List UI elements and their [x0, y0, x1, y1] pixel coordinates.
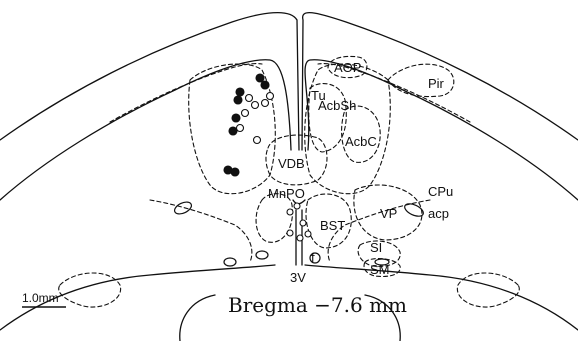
- pir-region: [388, 64, 454, 96]
- open-site-marker: [297, 235, 303, 241]
- label-mnpo: MnPO: [268, 186, 305, 201]
- filled-site-marker: [229, 127, 237, 135]
- filled-site-marker: [234, 96, 242, 104]
- filled-site-marker: [256, 74, 264, 82]
- filled-site-marker: [261, 81, 269, 89]
- open-site-marker: [242, 110, 249, 117]
- open-site-marker: [267, 93, 274, 100]
- left-basal-ellipse: [224, 258, 236, 266]
- left-cortex-inner-boundary: [0, 60, 291, 200]
- open-site-marker: [294, 203, 300, 209]
- open-site-marker: [254, 137, 261, 144]
- label-acbc: AcbC: [345, 134, 377, 149]
- label-aop: AOP: [334, 60, 361, 75]
- left-small-ellipse: [256, 251, 268, 259]
- label-sm: SM: [370, 262, 390, 277]
- bregma-title: Bregma −7.6 mm: [228, 293, 407, 317]
- open-site-marker: [262, 100, 269, 107]
- filled-site-marker: [231, 168, 239, 176]
- right-basal-dashed-region: [457, 273, 519, 307]
- left-acp-ellipse: [173, 200, 194, 217]
- label-bst: BST: [320, 218, 345, 233]
- open-site-marker: [305, 231, 311, 237]
- label-3v: 3V: [290, 270, 306, 285]
- open-site-marker: [246, 95, 253, 102]
- open-site-marker: [300, 220, 306, 226]
- left-hemisphere-outline: [0, 13, 299, 150]
- scale-bar-label: 1.0mm: [22, 291, 59, 305]
- right-cpu-region: [305, 64, 391, 194]
- filled-site-marker: [236, 88, 244, 96]
- label-vdb: VDB: [278, 156, 305, 171]
- label-si: SI: [370, 240, 382, 255]
- open-site-marker: [237, 125, 244, 132]
- left-basal-dashed-region: [59, 273, 121, 307]
- label-f: f: [311, 250, 315, 265]
- filled-site-marker: [232, 114, 240, 122]
- label-acbsh: AcbSh: [318, 98, 356, 113]
- open-site-marker: [252, 102, 259, 109]
- open-site-marker: [287, 230, 293, 236]
- label-cpu: CPu: [428, 184, 453, 199]
- label-pir: Pir: [428, 76, 445, 91]
- label-vp: VP: [380, 206, 397, 221]
- left-lower-dashed-contour: [150, 200, 252, 262]
- left-medial-lower-line: [180, 295, 215, 341]
- label-acp: acp: [428, 206, 449, 221]
- right-acp-ellipse: [403, 201, 425, 219]
- open-site-marker: [287, 209, 293, 215]
